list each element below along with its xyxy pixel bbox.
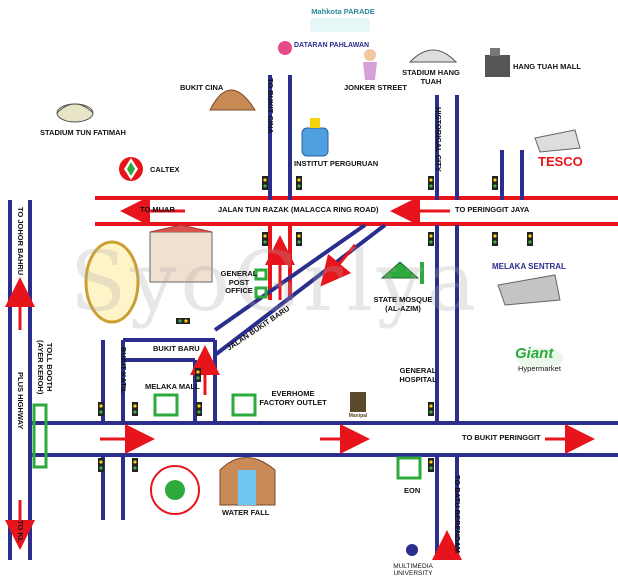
bukit-cina-icon [209,89,256,111]
main-lower-road [30,421,618,457]
mbmb-seal-icon [150,465,200,515]
tesco-icon [534,129,581,153]
plus-highway-road [8,200,32,560]
melaka-sentral-icon [497,274,561,306]
general-hospital-label: GENERAL HOSPITAL [399,366,437,384]
mmu-logo-icon [406,544,418,556]
hospital-road [435,225,459,425]
to-peringgit-jaya-label: TO PERINGGIT JAYA [455,205,530,214]
to-johor-bahru-label: TO JOHOR BAHRU [16,207,25,276]
everhome-label: EVERHOME FACTORY OUTLET [259,389,327,407]
historical-city-label: HISTORICAL CITY [434,107,443,172]
institut-perguruan-icon [301,118,329,157]
manipal-label: Manipal [348,413,368,419]
giant-logo-icon [516,348,564,368]
general-hospital-icon [411,345,420,363]
hang-tuah-mall-icon [485,48,510,77]
jalan-tun-razak-road [95,196,618,226]
stadium-tun-fatimah-icon [56,103,94,123]
to-muar-label: TO MUAR [140,205,175,214]
manipal-icon [350,392,366,412]
tesco-road [500,150,524,200]
eon-label: EON [404,486,421,495]
direction-arrows [4,196,595,560]
traffic-lights [98,176,533,472]
bukit-cina-label: BUKIT CINA [180,83,224,92]
state-mosque-icon [380,261,424,284]
waterfall-icon [219,457,276,506]
jonker-street-icon [363,49,377,80]
crest-logo-icon [84,240,140,324]
toll-booth-label: TOLL BOOTH (AYER KEROH) [36,340,54,395]
tesco-label: TESCO [538,154,583,169]
melaka-mall-label: MELAKA MALL [145,382,200,391]
melaka-sentral-label: MELAKA SENTRAL [492,262,566,271]
bukit-katil-label: BUKIT KATIL [119,347,128,394]
institut-perguruan-label: INSTITUT PERGURUAN [294,159,379,168]
giant-label: Giant [515,345,554,362]
water-fall-label: WATER FALL [222,508,270,517]
bukit-baru-label: BUKIT BARU [153,344,200,353]
toll-booth-marker [32,403,48,469]
to-kl-label: TO KL [16,520,25,543]
dataran-pahlawan-label: DATARAN PAHLAWAN [294,42,370,49]
jalan-tun-razak-label: JALAN TUN RAZAK (MALACCA RING ROAD) [218,205,379,214]
stadium-hang-tuah-label: STADIUM HANG TUAH [402,68,460,86]
caltex-label: CALTEX [150,165,180,174]
giant-sub-label: Hypermarket [518,364,561,373]
parade-logo-icon [310,18,370,32]
plus-highway-label: PLUS HIGHWAY [16,372,25,430]
watermark: SyoGrlya [70,235,481,330]
to-batu-berendam-label: TO BATU BERENDAM [453,475,462,554]
gpo-building-icon [149,224,213,283]
historical-city-road [435,95,459,200]
jalan-bukit-baru-road [213,223,387,357]
caltex-icon [119,157,143,181]
state-mosque-label: STATE MOSQUE (AL-AZIM) [373,295,433,313]
parade-label: Mahkota PARADE [311,7,375,16]
to-bukit-cina-label: TO BUKIT CINA [266,78,275,134]
multimedia-university-label: MULTIMEDIA UNIVERSITY [393,563,433,578]
dataran-logo-icon [278,41,292,55]
landmark-squares [153,268,422,480]
hang-tuah-mall-label: HANG TUAH MALL [513,62,581,71]
to-bukit-peringgit-label: TO BUKIT PERINGGIT [462,433,541,442]
general-post-office-label: GENERAL POST OFFICE [220,269,258,296]
stadium-tun-fatimah-label: STADIUM TUN FATIMAH [40,128,126,137]
stadium-hang-tuah-icon [408,49,458,63]
jonker-street-label: JONKER STREET [344,83,407,92]
